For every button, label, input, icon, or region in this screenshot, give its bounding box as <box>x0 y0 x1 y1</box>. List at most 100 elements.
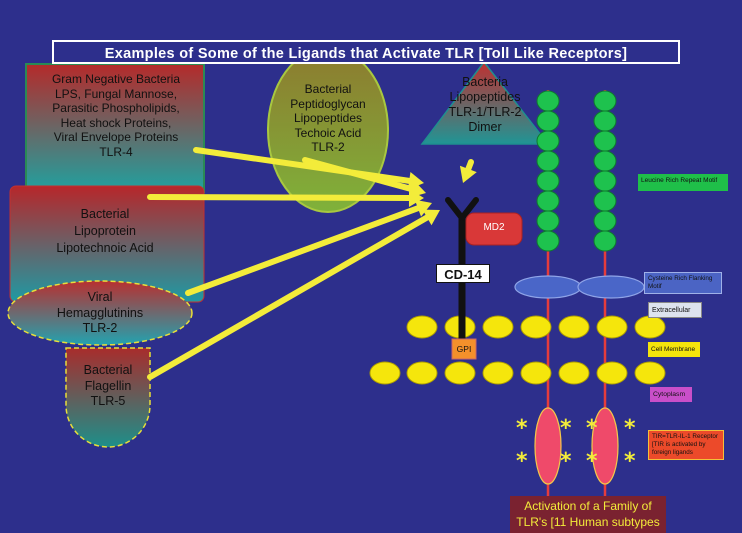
leucine-bead <box>593 210 617 232</box>
activation-label: Activation of a Family of TLR's [11 Human… <box>510 498 666 530</box>
asterisk: * <box>586 416 598 441</box>
arrow-shaft <box>147 214 431 380</box>
arrow-head <box>422 209 440 226</box>
flagellin-shape <box>65 347 151 448</box>
activation-line-2: TLR's [11 Human subtypes <box>516 515 660 529</box>
asterisk: * <box>624 449 636 474</box>
tir-asterisks: * * * * * * * * <box>516 416 636 474</box>
tir-ellipse-right <box>591 407 619 485</box>
gram-negative-line-3: Parasitic Phospholipids, <box>52 101 180 116</box>
asterisk: * <box>516 416 528 441</box>
leucine-bead <box>536 90 560 112</box>
legend-tir: TIR=TLR-IL-1 Receptor [TIR is activated … <box>648 430 724 460</box>
leucine-bead <box>536 150 560 172</box>
flagellin-line-1: Bacterial <box>83 363 133 377</box>
arrow-head <box>408 188 424 207</box>
gram-negative-box <box>25 63 205 193</box>
asterisk: * <box>560 449 572 474</box>
membrane-head-outer <box>596 315 628 339</box>
arrow-shaft <box>465 159 474 172</box>
cysteine-ellipse-right <box>577 275 645 299</box>
legend-cysteine: Cysteine Rich Flanking Motif <box>644 272 722 294</box>
membrane-head-inner <box>558 361 590 385</box>
leucine-bead <box>593 90 617 112</box>
activation-box <box>510 496 666 533</box>
peptidoglycan-line-5: TLR-2 <box>311 140 345 155</box>
legend-cell-membrane: Cell Membrane <box>648 342 700 357</box>
ligand-arrows <box>147 147 477 380</box>
lipopeptides-line-3: TLR-1/TLR-2 <box>448 105 522 119</box>
legend-leucine: Leucine Rich Repeat Motif <box>638 174 728 191</box>
cell-membrane-bilayer <box>369 315 666 385</box>
md2-box <box>465 212 523 246</box>
leucine-bead <box>536 190 560 212</box>
membrane-head-inner <box>482 361 514 385</box>
gram-negative-line-1: Gram Negative Bacteria <box>51 72 181 86</box>
leucine-bead <box>536 130 560 152</box>
membrane-head-inner <box>634 361 666 385</box>
asterisk: * <box>516 449 528 474</box>
activation-line-1: Activation of a Family of <box>524 499 652 513</box>
gram-negative-line-2: LPS, Fungal Mannose, <box>54 86 178 101</box>
asterisk: * <box>560 416 572 441</box>
membrane-head-outer <box>520 315 552 339</box>
leucine-bead <box>593 150 617 172</box>
peptidoglycan-line-3: Lipopeptides <box>293 111 363 126</box>
membrane-head-inner <box>369 361 401 385</box>
hemagglutinins-line-3: TLR-2 <box>82 321 118 335</box>
peptidoglycan-line-1: Bacterial <box>304 82 352 96</box>
lipopeptides-line-4: Dimer <box>468 120 502 134</box>
arrow-head <box>414 199 432 217</box>
lipopeptides-line-2: Lipopeptides <box>449 90 521 104</box>
legend-cytoplasm: Cytoplasm <box>650 387 692 402</box>
asterisk: * <box>624 416 636 441</box>
asterisk: * <box>586 449 598 474</box>
leucine-bead <box>593 230 617 252</box>
flagellin-line-3: TLR-5 <box>90 394 126 408</box>
tir-ellipse-left <box>534 407 562 485</box>
gram-negative-line-4: Heat shock Proteins, <box>60 115 172 130</box>
lipoprotein-line-3: Lipotechnoic Acid <box>56 241 154 255</box>
leucine-bead <box>536 230 560 252</box>
hemagglutinins-line-2: Hemagglutinins <box>56 305 144 320</box>
membrane-head-outer <box>558 315 590 339</box>
membrane-head-outer <box>406 315 438 339</box>
cd14-label: CD-14 <box>436 264 490 283</box>
leucine-bead <box>593 170 617 192</box>
membrane-head-outer <box>482 315 514 339</box>
arrow-head <box>407 171 424 190</box>
arrow-shaft <box>147 194 413 201</box>
cysteine-ellipse-left <box>514 275 582 299</box>
gpi-box <box>451 338 477 360</box>
membrane-head-outer <box>634 315 666 339</box>
membrane-head-inner <box>596 361 628 385</box>
peptidoglycan-line-2: Peptidoglycan <box>290 96 366 111</box>
leucine-bead <box>536 210 560 232</box>
hemagglutinins-line-1: Viral <box>87 290 113 304</box>
cd14-y-arms <box>445 197 479 221</box>
gram-negative-line-6: TLR-4 <box>99 144 133 159</box>
md2-label: MD2 <box>483 222 505 233</box>
gpi-label: GPI <box>456 344 472 354</box>
peptidoglycan-line-4: Techoic Acid <box>294 125 362 140</box>
membrane-head-inner <box>520 361 552 385</box>
leucine-repeat-beads <box>536 90 617 252</box>
leucine-bead <box>536 110 560 132</box>
arrow-head <box>459 165 477 183</box>
leucine-bead <box>536 170 560 192</box>
hemagglutinins-ellipse <box>7 280 193 346</box>
leucine-bead <box>593 190 617 212</box>
arrow-shaft <box>302 157 415 193</box>
flagellin-line-2: Flagellin <box>84 378 132 393</box>
legend-extracellular: Extracellular <box>648 302 702 318</box>
leucine-bead <box>593 110 617 132</box>
leucine-bead <box>593 130 617 152</box>
